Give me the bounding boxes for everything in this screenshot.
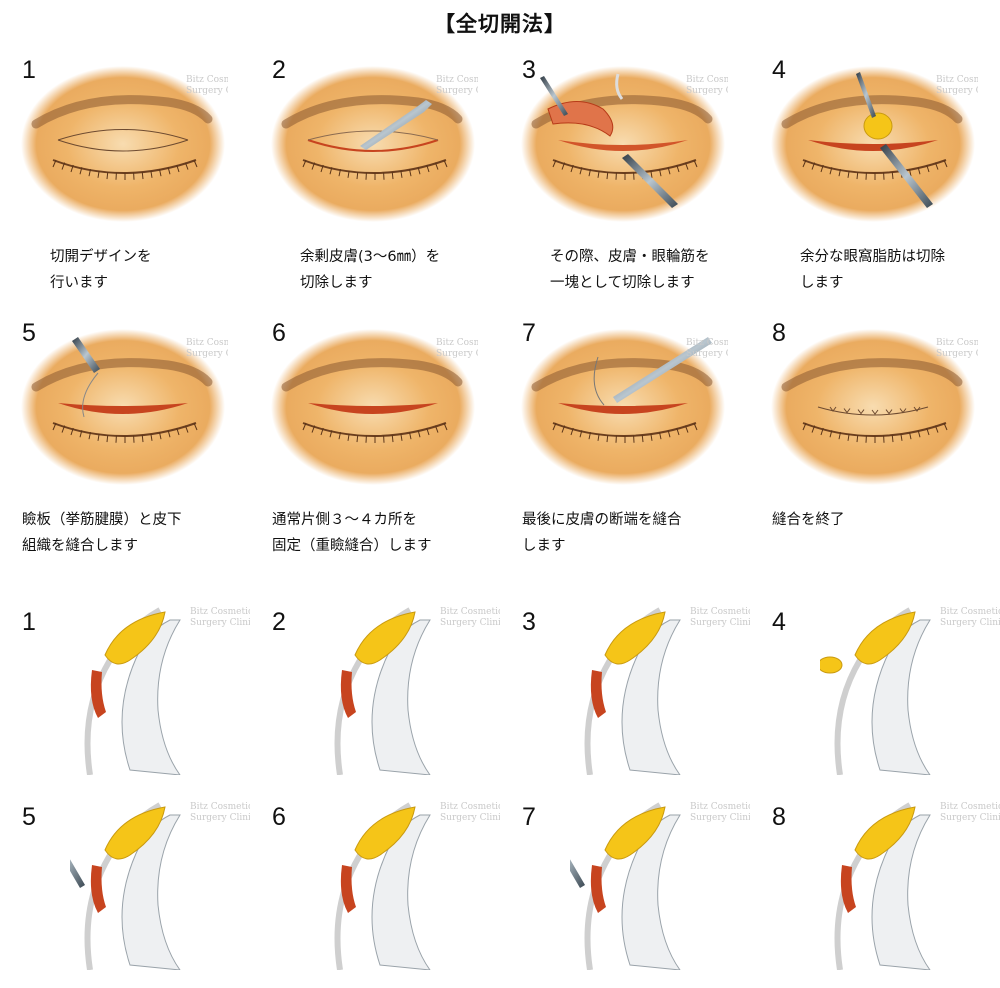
step-caption: 瞼板（挙筋腱膜）と皮下 組織を縫合します: [22, 512, 182, 554]
watermark-line-2: Surgery Clinic: [940, 618, 1000, 628]
step-number: 2: [272, 56, 286, 84]
step-number: 8: [772, 319, 786, 347]
watermark-line-1: Bitz Cosmetic: [936, 338, 978, 348]
watermark-line-2: Surgery Clinic: [936, 349, 978, 359]
step-number: 8: [772, 803, 786, 831]
watermark-line-1: Bitz Cosmetic: [436, 338, 478, 348]
watermark-line-1: Bitz Cosmetic: [686, 338, 728, 348]
watermark-line-1: Bitz Cosmetic: [186, 75, 228, 85]
step-number: 7: [522, 319, 536, 347]
step-number: 4: [772, 608, 786, 636]
watermark-line-1: Bitz Cosmetic: [436, 75, 478, 85]
watermark-line-2: Surgery Clinic: [686, 349, 728, 359]
step-number: 5: [22, 803, 36, 831]
watermark-line-2: Surgery Clinic: [436, 86, 478, 96]
step-caption: 余分な眼窩脂肪は切除 します: [800, 249, 945, 291]
watermark-line-1: Bitz Cosmetic: [686, 75, 728, 85]
step-number: 7: [522, 803, 536, 831]
step-number: 6: [272, 803, 286, 831]
watermark-line-1: Bitz Cosmetic: [440, 607, 500, 617]
watermark-line-1: Bitz Cosmetic: [190, 607, 250, 617]
step-number: 6: [272, 319, 286, 347]
watermark-line-2: Surgery Clinic: [936, 86, 978, 96]
watermark-line-1: Bitz Cosmetic: [690, 607, 750, 617]
step-number: 3: [522, 56, 536, 84]
watermark-line-2: Surgery Clinic: [186, 86, 228, 96]
watermark-line-2: Surgery Clinic: [186, 349, 228, 359]
step-caption: 通常片側３～４カ所を 固定（重瞼縫合）します: [272, 512, 432, 554]
watermark-line-1: Bitz Cosmetic: [190, 802, 250, 812]
step-number: 1: [22, 608, 36, 636]
step-caption: 切開デザインを 行います: [50, 249, 152, 291]
watermark-line-2: Surgery Clinic: [190, 618, 250, 628]
watermark-line-1: Bitz Cosmetic: [936, 75, 978, 85]
watermark-line-2: Surgery Clinic: [940, 813, 1000, 823]
step-number: 2: [272, 608, 286, 636]
watermark-line-2: Surgery Clinic: [190, 813, 250, 823]
watermark-line-2: Surgery Clinic: [440, 813, 500, 823]
page-title: 【全切開法】: [434, 12, 566, 36]
watermark-line-2: Surgery Clinic: [690, 618, 750, 628]
step-number: 1: [22, 56, 36, 84]
step-number: 4: [772, 56, 786, 84]
watermark-line-2: Surgery Clinic: [436, 349, 478, 359]
watermark-line-1: Bitz Cosmetic: [940, 802, 1000, 812]
watermark-line-2: Surgery Clinic: [686, 86, 728, 96]
step-caption: その際、皮膚・眼輪筋を 一塊として切除します: [550, 249, 710, 291]
watermark-line-2: Surgery Clinic: [690, 813, 750, 823]
watermark-line-1: Bitz Cosmetic: [940, 607, 1000, 617]
step-caption: 余剰皮膚(3～6㎜）を 切除します: [300, 249, 441, 291]
watermark-line-2: Surgery Clinic: [440, 618, 500, 628]
watermark-line-1: Bitz Cosmetic: [440, 802, 500, 812]
watermark-line-1: Bitz Cosmetic: [186, 338, 228, 348]
step-number: 3: [522, 608, 536, 636]
watermark-line-1: Bitz Cosmetic: [690, 802, 750, 812]
step-number: 5: [22, 319, 36, 347]
step-caption: 最後に皮膚の断端を縫合 します: [522, 512, 682, 554]
step-caption: 縫合を終了: [772, 512, 845, 528]
